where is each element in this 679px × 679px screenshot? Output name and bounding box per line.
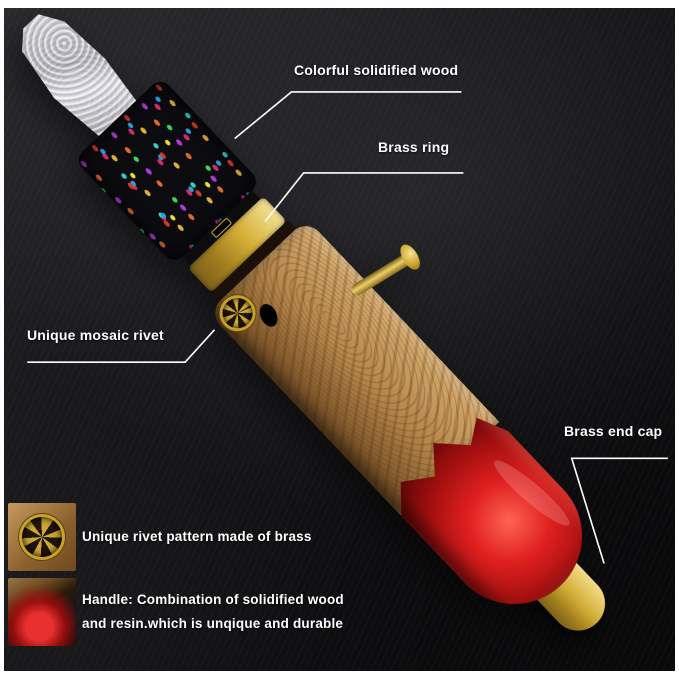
callout-label-mosaic-rivet: Unique mosaic rivet <box>27 327 164 343</box>
mosaic-rivet-head <box>216 291 259 335</box>
rivet-pattern-icon <box>22 517 62 557</box>
thumbnail-handle-material <box>8 578 76 646</box>
callout-label-brass-ring: Brass ring <box>378 139 450 155</box>
thumbnail-rivet-pattern <box>8 503 76 571</box>
brushed-metal-background <box>4 8 675 671</box>
callout-label-end-cap: Brass end cap <box>564 423 663 439</box>
callout-label-solidified-wood: Colorful solidified wood <box>294 62 459 78</box>
caption-handle-line-2: and resin.which is unqique and durable <box>82 616 344 631</box>
brass-rivet-pin <box>349 252 413 298</box>
callout-line-solidified-wood <box>234 91 462 140</box>
caption-rivet-pattern: Unique rivet pattern made of brass <box>82 529 312 544</box>
rivet-hole <box>256 301 282 330</box>
caption-handle-line-1: Handle: Combination of solidified wood <box>82 592 344 607</box>
caption-handle-material: Handle: Combination of solidified wood a… <box>82 588 344 636</box>
